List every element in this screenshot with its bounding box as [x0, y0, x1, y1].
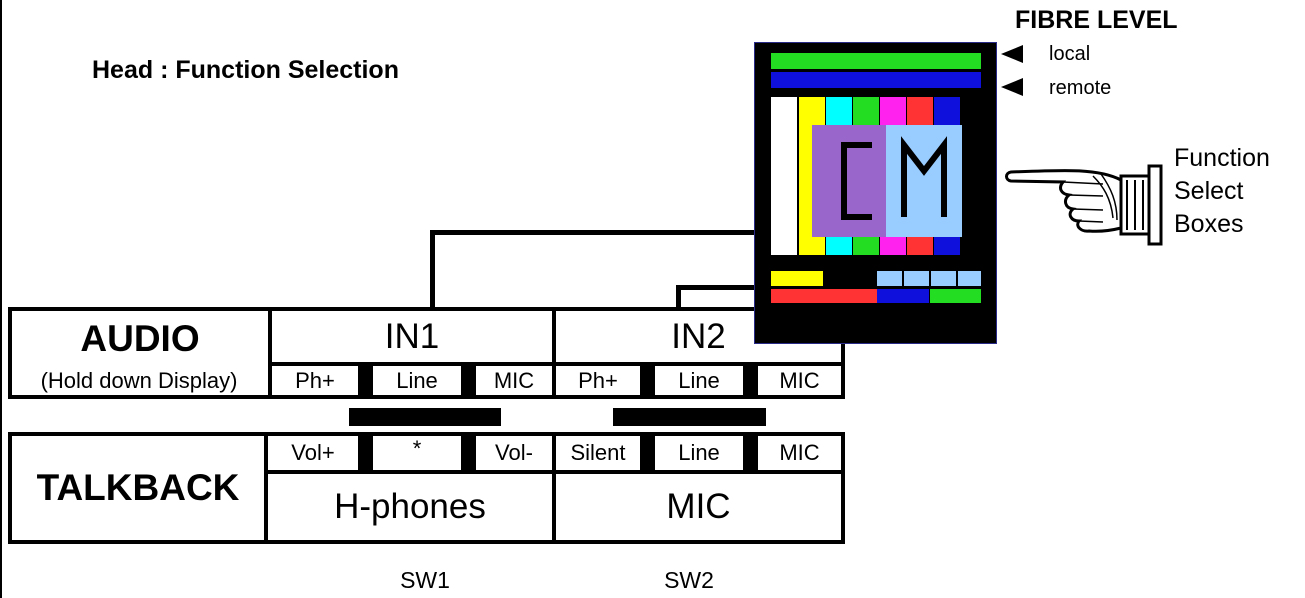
function-label-line-3: Boxes — [1174, 210, 1244, 238]
mic-label: MIC — [666, 487, 731, 526]
sw2-label: SW2 — [664, 566, 714, 593]
connector-in2-vertical — [676, 285, 681, 310]
talkback-label: TALKBACK — [36, 467, 240, 508]
in2-sep-1 — [640, 366, 655, 395]
remote-arrow-icon — [1001, 78, 1023, 96]
mini-red — [771, 289, 877, 303]
fibre-level-title: FIBRE LEVEL — [1015, 6, 1178, 34]
sw1-bar — [349, 408, 501, 426]
connector-in1-horizontal — [430, 230, 756, 235]
hphones-sep-2 — [461, 436, 476, 470]
mini-lightblue-3 — [931, 271, 956, 286]
function-select-boxes-label: Function Select Boxes — [1174, 142, 1270, 241]
in1-sep-1 — [358, 366, 373, 395]
color-bars — [771, 97, 981, 255]
local-level-bar — [771, 53, 981, 69]
mic-sep-1 — [640, 436, 655, 470]
cm-glyphs — [841, 136, 947, 220]
audio-divider-1 — [268, 307, 272, 399]
local-arrow-icon — [1001, 45, 1023, 63]
in1-option-line[interactable]: Line — [396, 367, 438, 393]
mini-lightblue-2 — [904, 271, 929, 286]
hphones-label: H-phones — [334, 487, 486, 526]
in2-label: IN2 — [671, 317, 726, 356]
remote-level-bar — [771, 72, 981, 88]
mini-lightblue-4 — [958, 271, 981, 286]
audio-divider-2 — [552, 307, 556, 399]
local-label: local — [1049, 43, 1091, 65]
function-label-line-1: Function — [1174, 144, 1270, 172]
mic-sep-2 — [743, 436, 758, 470]
talkback-divider-2 — [552, 432, 556, 544]
in1-label: IN1 — [384, 317, 440, 356]
sw2-bar — [613, 408, 766, 426]
connector-in1-vertical — [430, 230, 435, 310]
char-box-m — [886, 125, 962, 237]
mini-blue — [877, 289, 929, 303]
remote-label: remote — [1049, 77, 1112, 99]
in2-option-mic[interactable]: MIC — [779, 367, 820, 393]
talkback-table — [8, 432, 845, 544]
audio-sublabel: (Hold down Display) — [40, 368, 238, 393]
hphones-sep-1 — [358, 436, 373, 470]
mic-option-mic[interactable]: MIC — [779, 440, 820, 465]
talkback-divider-1 — [264, 432, 268, 544]
pointing-hand-icon — [1005, 164, 1163, 246]
hphones-option-vol-up[interactable]: Vol+ — [291, 440, 335, 465]
in2-option-line[interactable]: Line — [678, 367, 720, 393]
in1-option-phantom[interactable]: Ph+ — [295, 367, 335, 393]
in2-option-phantom[interactable]: Ph+ — [578, 367, 618, 393]
hphones-option-vol-down[interactable]: Vol- — [495, 440, 533, 465]
mini-yellow — [771, 271, 823, 286]
connector-in2-horizontal — [676, 285, 756, 290]
mini-green — [930, 289, 981, 303]
left-border-line — [0, 0, 2, 598]
in2-sep-2 — [743, 366, 758, 395]
audio-table — [8, 307, 845, 399]
mini-lightblue-1 — [877, 271, 902, 286]
talkback-hline — [264, 470, 845, 474]
audio-hline — [268, 362, 845, 366]
fibre-display-panel — [754, 42, 997, 344]
bar-white — [771, 97, 797, 255]
in1-sep-2 — [461, 366, 476, 395]
hphones-option-star[interactable]: * — [412, 436, 422, 461]
page-title: Head : Function Selection — [92, 56, 399, 84]
mic-option-silent[interactable]: Silent — [570, 440, 626, 465]
audio-label: AUDIO — [80, 318, 200, 359]
function-label-line-2: Select — [1174, 177, 1244, 205]
in1-option-mic[interactable]: MIC — [493, 367, 535, 393]
mic-option-line[interactable]: Line — [678, 440, 720, 465]
sw1-label: SW1 — [400, 566, 450, 593]
